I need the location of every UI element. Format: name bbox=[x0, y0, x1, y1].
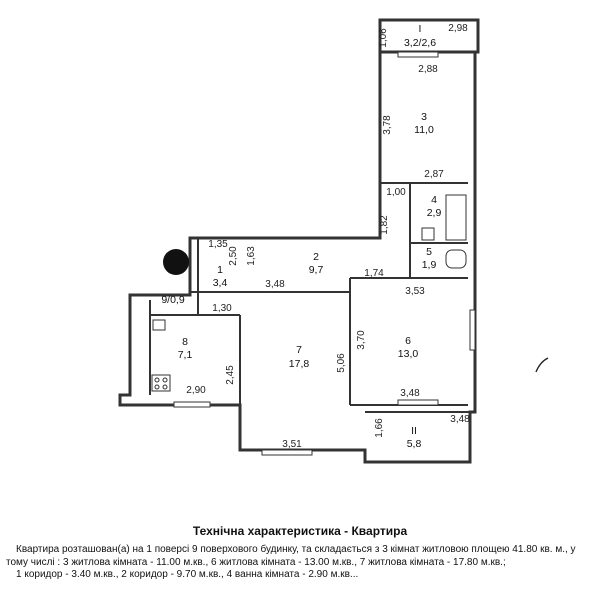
room-labels: I 3,2/2,6 3 11,0 4 2,9 5 1,9 2 9,7 1 3,4… bbox=[161, 23, 441, 450]
room-id: 2 bbox=[313, 251, 319, 263]
room-area: 5,8 bbox=[407, 438, 422, 450]
bathtub-icon bbox=[445, 194, 467, 241]
ink-blot bbox=[163, 249, 189, 275]
walls bbox=[118, 18, 480, 464]
room-id: 3 bbox=[421, 111, 427, 123]
dimension: 1,06 bbox=[378, 28, 389, 48]
dimension: 3,48 bbox=[400, 388, 420, 399]
windows bbox=[173, 51, 476, 456]
dimension-labels: 1,06 2,98 2,88 3,78 2,87 1,00 1,82 1,35 … bbox=[186, 23, 470, 450]
dimension: 2,45 bbox=[225, 365, 236, 385]
room-area: 17,8 bbox=[289, 358, 310, 370]
room-area: 11,0 bbox=[414, 124, 434, 136]
dimension: 3,48 bbox=[265, 279, 285, 290]
room-id: I bbox=[419, 23, 422, 35]
description-text-continued: 1 коридор - 3.40 м.кв., 2 коридор - 9.70… bbox=[16, 569, 359, 580]
room-area: 9,7 bbox=[309, 264, 324, 276]
toilet-icon bbox=[445, 249, 467, 269]
sink-icon bbox=[421, 227, 435, 241]
stove-burner-icon bbox=[154, 384, 160, 390]
dimension: 2,98 bbox=[448, 23, 468, 34]
dimension: 3,53 bbox=[405, 286, 425, 297]
room-id: 8 bbox=[182, 336, 188, 348]
stove-icon bbox=[151, 374, 171, 392]
dimension: 3,48 bbox=[450, 414, 470, 425]
dimension: 1,82 bbox=[379, 215, 390, 235]
dimension: 3,78 bbox=[382, 115, 393, 135]
stove-burner-icon bbox=[162, 384, 168, 390]
dimension: 2,88 bbox=[418, 64, 438, 75]
floor-plan: I 3,2/2,6 3 11,0 4 2,9 5 1,9 2 9,7 1 3,4… bbox=[118, 18, 549, 464]
room-area: 2,9 bbox=[427, 207, 442, 219]
room-id: 7 bbox=[296, 344, 302, 356]
dimension: 2,87 bbox=[424, 169, 444, 180]
room-id: II bbox=[411, 425, 417, 437]
room-area: 3,2/2,6 bbox=[404, 37, 436, 49]
partitions bbox=[149, 182, 470, 413]
pencil-mark bbox=[535, 357, 549, 373]
dimension: 1,30 bbox=[212, 303, 232, 314]
technical-description: Технічна характеристика - Квартира Кварт… bbox=[6, 524, 594, 582]
dimension: 5,06 bbox=[336, 353, 347, 373]
room-id: 6 bbox=[405, 335, 411, 347]
room-id: 1 bbox=[217, 264, 223, 276]
stove-burner-icon bbox=[162, 377, 168, 383]
dimension: 1,35 bbox=[208, 239, 228, 250]
dimension: 2,90 bbox=[186, 385, 206, 396]
dimension: 1,66 bbox=[374, 418, 385, 438]
room-id: 9/0,9 bbox=[161, 294, 185, 306]
dimension: 1,63 bbox=[246, 246, 257, 266]
room-area: 7,1 bbox=[178, 349, 193, 361]
room-area: 13,0 bbox=[398, 348, 419, 360]
fixtures bbox=[151, 194, 467, 392]
room-area: 3,4 bbox=[213, 277, 228, 289]
dimension: 1,00 bbox=[386, 187, 406, 198]
room-id: 5 bbox=[426, 246, 432, 258]
kitchen-sink-icon bbox=[152, 319, 166, 331]
dimension: 3,51 bbox=[282, 439, 302, 450]
dimension: 2,50 bbox=[228, 246, 239, 266]
stove-burner-icon bbox=[154, 377, 160, 383]
room-area: 1,9 bbox=[422, 259, 437, 271]
description-title: Технічна характеристика - Квартира bbox=[192, 524, 408, 538]
dimension: 1,74 bbox=[364, 268, 384, 279]
dimension: 3,70 bbox=[356, 330, 367, 350]
description-text: Квартира розташован(а) на 1 поверсі 9 по… bbox=[6, 544, 576, 568]
room-id: 4 bbox=[431, 194, 437, 206]
